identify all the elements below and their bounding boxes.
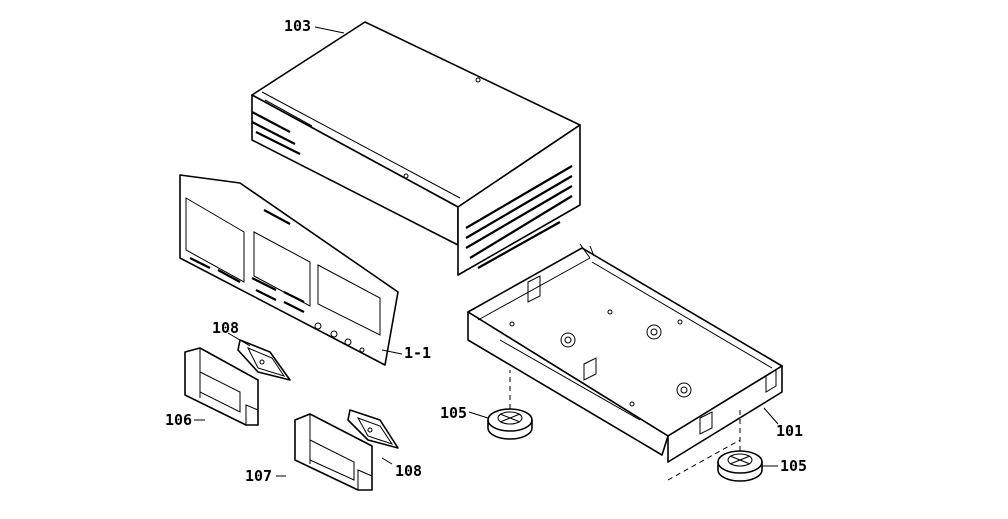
bracket-108-lower-part [347,409,399,449]
leader-lines [194,26,779,477]
front-panel-buttons [189,209,305,313]
top-cover-part [251,21,581,276]
label-top-cover: 103 [284,17,311,35]
bracket-107-part [294,413,373,491]
cover-vent-slots [251,111,573,269]
foot-left-part [487,408,533,440]
label-bracket-106: 106 [165,411,192,429]
label-front-panel: 1-1 [404,344,431,362]
label-foot-right: 105 [780,457,807,475]
bracket-106-part [184,347,259,426]
label-chassis: 101 [776,422,803,440]
chassis-part [467,243,783,463]
assembly-guide-lines [509,370,741,481]
bracket-108-upper-part [237,339,291,381]
label-foot-left: 105 [440,404,467,422]
label-bracket-108-upper: 108 [212,319,239,337]
label-bracket-107: 107 [245,467,272,485]
label-bracket-108-lower: 108 [395,462,422,480]
chassis-mounting-holes [509,309,692,407]
foot-right-part [717,450,763,482]
front-panel-part [179,174,399,366]
